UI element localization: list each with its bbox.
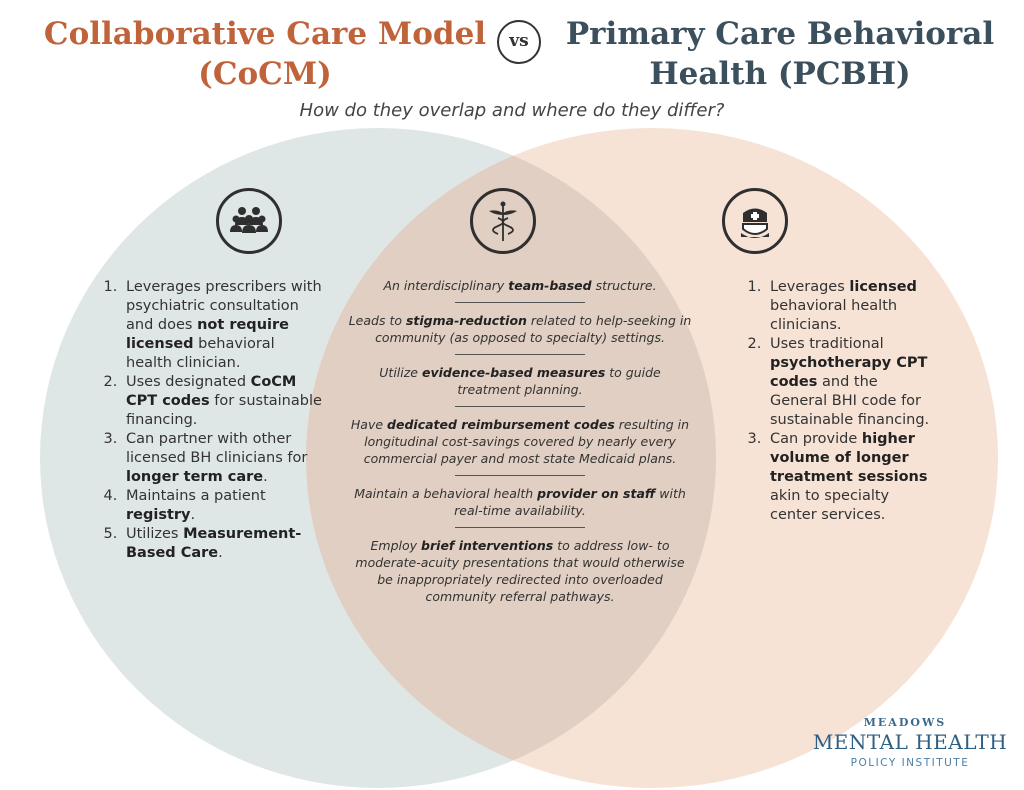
- divider: [455, 354, 585, 355]
- vs-badge: vs: [497, 20, 541, 64]
- team-people-icon: [216, 188, 282, 254]
- left-title-line1: Collaborative Care Model: [43, 16, 487, 52]
- divider: [455, 527, 585, 528]
- cocm-item: Can partner with other licensed BH clini…: [122, 430, 322, 487]
- right-title: Primary Care Behavioral Health (PCBH): [560, 14, 1000, 94]
- left-title: Collaborative Care Model (CoCM): [30, 14, 500, 94]
- divider: [455, 406, 585, 407]
- right-title-line2: Health (PCBH): [649, 56, 911, 92]
- pcbh-item: Can provide higher volume of longer trea…: [766, 430, 936, 525]
- overlap-region: [306, 128, 716, 788]
- subtitle: How do they overlap and where do they di…: [299, 100, 725, 121]
- cocm-item: Utilizes Measurement-Based Care.: [122, 525, 322, 563]
- caduceus-icon: [470, 188, 536, 254]
- nurse-icon: [722, 188, 788, 254]
- left-title-line2: (CoCM): [198, 56, 332, 92]
- overlap-item: Utilize evidence-based measures to guide…: [379, 365, 661, 397]
- pcbh-item: Uses traditional psychotherapy CPT codes…: [766, 335, 936, 430]
- logo-mental-health: MENTAL HEALTH: [812, 730, 1008, 754]
- overlap-item: Leads to stigma-reduction related to hel…: [348, 313, 692, 345]
- cocm-item: Maintains a patient registry.: [122, 487, 322, 525]
- logo-meadows: MEADOWS: [863, 716, 947, 729]
- right-title-line1: Primary Care Behavioral: [565, 16, 995, 52]
- overlap-list: An interdisciplinary team-based structur…: [340, 277, 700, 605]
- divider: [455, 475, 585, 476]
- cocm-item: Leverages prescribers with psychiatric c…: [122, 278, 322, 373]
- overlap-item: Employ brief interventions to address lo…: [355, 538, 685, 604]
- overlap-item: An interdisciplinary team-based structur…: [383, 278, 657, 293]
- cocm-item: Uses designated CoCM CPT codes for susta…: [122, 373, 322, 430]
- pcbh-list: Leverages licensed behavioral health cli…: [746, 278, 936, 525]
- cocm-list: Leverages prescribers with psychiatric c…: [102, 278, 322, 563]
- logo-policy-institute: POLICY INSTITUTE: [850, 757, 970, 769]
- overlap-item: Maintain a behavioral health provider on…: [354, 486, 686, 518]
- overlap-item: Have dedicated reimbursement codes resul…: [350, 417, 690, 466]
- pcbh-item: Leverages licensed behavioral health cli…: [766, 278, 936, 335]
- divider: [455, 302, 585, 303]
